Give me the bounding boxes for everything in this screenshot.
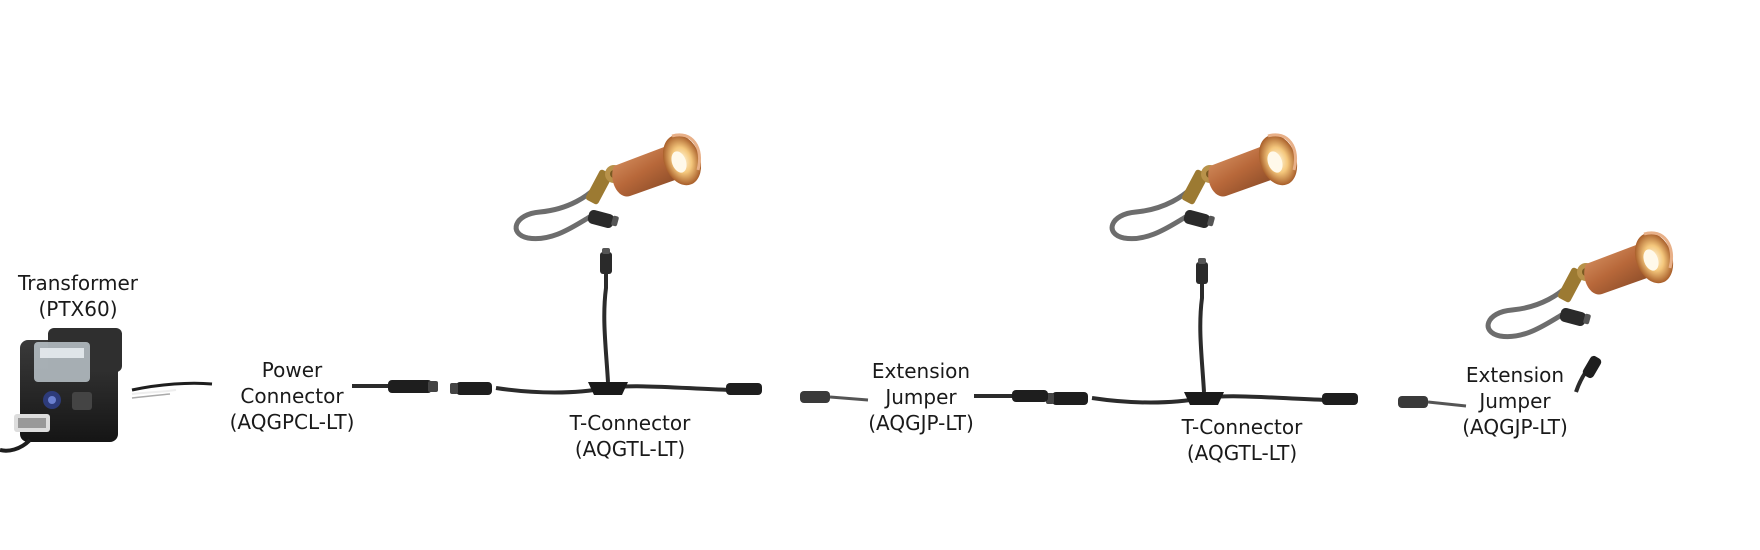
extension-jumper-1-label: Extension Jumper (AQGJP-LT) [846,358,996,436]
extension-jumper-1-icon [800,390,1048,403]
flood-light-icon [516,129,708,238]
transformer-icon [0,328,122,453]
component-code: (AQGPCL-LT) [229,410,355,434]
power-connector-label: Power Connector (AQGPCL-LT) [214,357,370,435]
component-name: Jumper [885,385,957,409]
power-connector-cable [131,380,438,399]
flood-light-icon [1488,227,1680,336]
t-connector-1-icon [448,246,764,397]
component-name: Power [261,358,323,382]
component-name: Extension [1465,363,1565,387]
transformer-label: Transformer (PTX60) [8,270,148,322]
component-code: (AQGJP-LT) [1462,415,1568,439]
component-name: T-Connector [1181,415,1303,439]
component-code: (AQGJP-LT) [868,411,974,435]
t-connector-2-icon [1044,256,1360,407]
t-connector-2-label: T-Connector (AQGTL-LT) [1162,414,1322,466]
extension-jumper-2-label: Extension Jumper (AQGJP-LT) [1440,362,1590,440]
component-name: T-Connector [569,411,691,435]
component-code: (AQGTL-LT) [574,437,686,461]
component-name: Connector [240,384,344,408]
t-connector-1-label: T-Connector (AQGTL-LT) [550,410,710,462]
extension-jumper-2-icon [1398,355,1602,408]
component-name: Transformer [17,271,138,295]
component-code: (AQGTL-LT) [1186,441,1298,465]
component-name: Extension [871,359,971,383]
component-name: Jumper [1479,389,1551,413]
component-code: (PTX60) [38,297,118,321]
flood-light-icon [1112,129,1304,238]
